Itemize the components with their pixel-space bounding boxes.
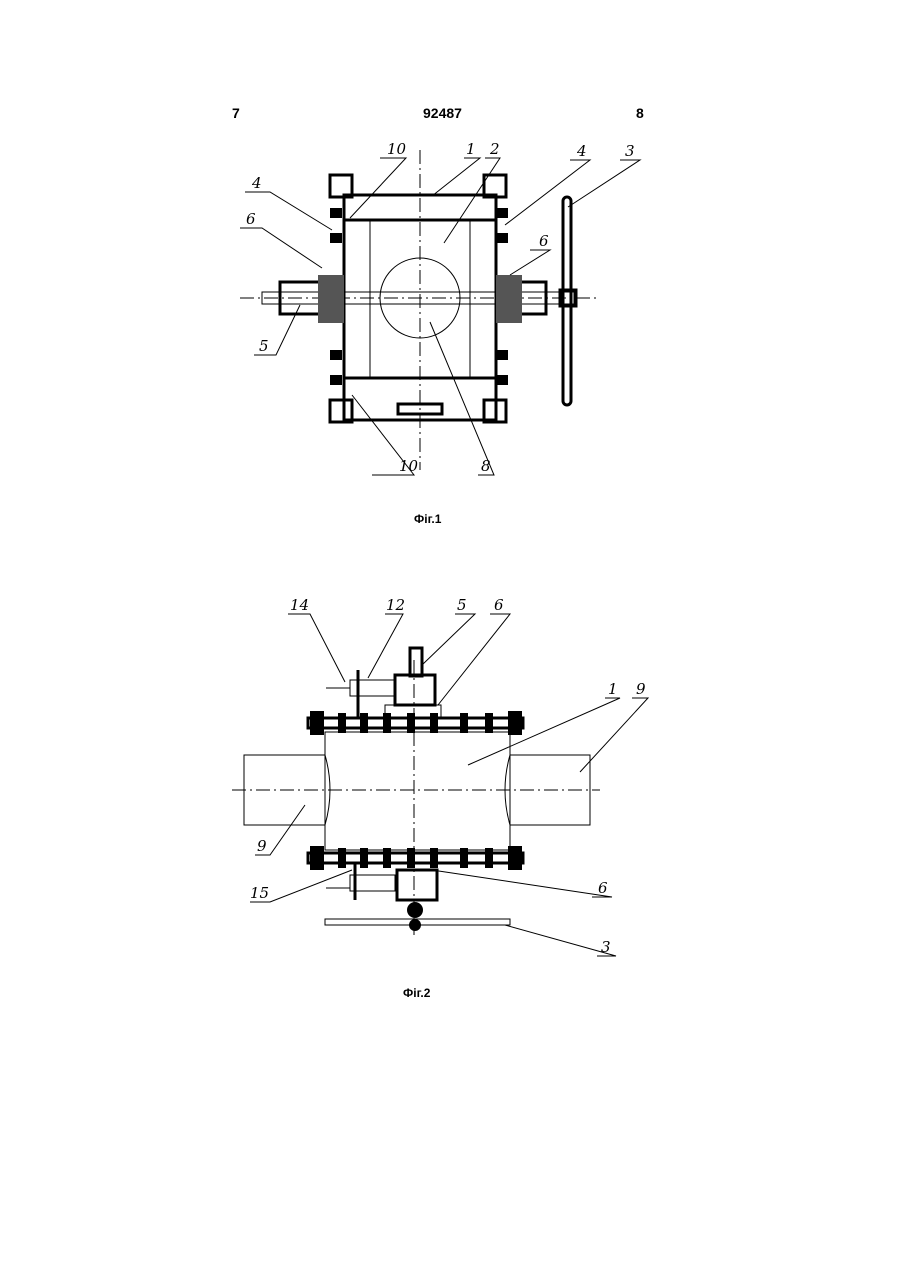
fig1-label-2: 2 <box>489 140 500 158</box>
fig1-label-4-right: 4 <box>576 142 587 160</box>
figure-1-caption: Фіг.1 <box>414 512 441 526</box>
fig2-label-5: 5 <box>457 596 467 614</box>
fig2-label-12: 12 <box>386 596 405 614</box>
fig1-label-8: 8 <box>481 457 491 475</box>
fig1-label-1: 1 <box>466 140 476 158</box>
handle-bar <box>563 197 571 405</box>
fig2-label-15: 15 <box>250 884 269 902</box>
bolts-top <box>310 711 522 735</box>
fig2-label-6-top: 6 <box>494 596 504 614</box>
fig2-label-9-left: 9 <box>257 837 267 855</box>
fig2-label-1: 1 <box>608 680 618 698</box>
fig2-label-3: 3 <box>601 938 611 956</box>
fig2-label-14: 14 <box>290 596 309 614</box>
figure-1-drawing <box>240 150 640 475</box>
fig1-label-3: 3 <box>625 142 635 160</box>
figure-2-drawing <box>232 614 648 956</box>
fig1-label-5: 5 <box>259 337 269 355</box>
fig2-label-6-bottom: 6 <box>598 879 608 897</box>
fig1-label-10-bottom: 10 <box>399 457 419 475</box>
fig1-label-6-right: 6 <box>539 232 549 250</box>
actuator-top <box>395 675 435 705</box>
fig1-label-4-left: 4 <box>251 174 262 192</box>
actuator-bottom <box>397 870 437 900</box>
valve-body <box>325 732 510 850</box>
fig1-label-6-left: 6 <box>246 210 256 228</box>
fig1-label-10-top: 10 <box>387 140 407 158</box>
figure-2-caption: Фіг.2 <box>403 986 430 1000</box>
fig2-label-9-right: 9 <box>636 680 646 698</box>
